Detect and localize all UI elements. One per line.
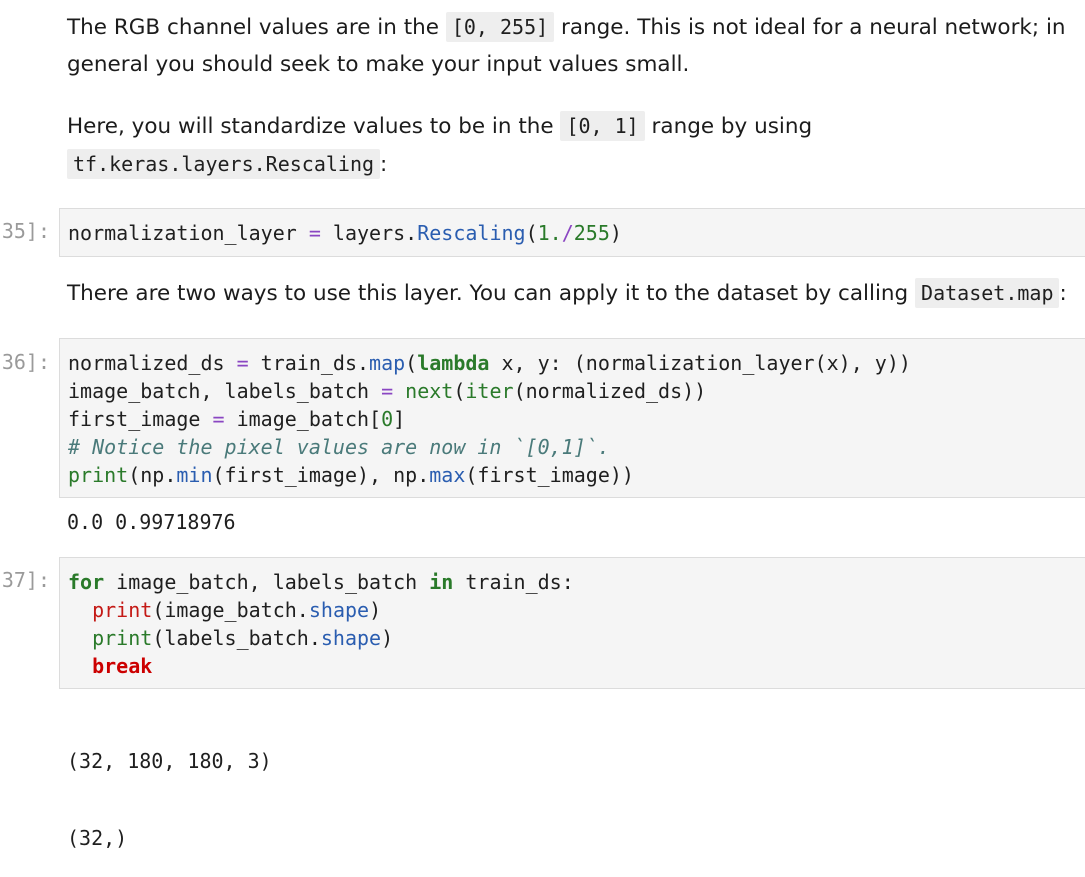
cell-output-36: 0.0 0.99718976 — [67, 510, 236, 534]
code-cell-37[interactable]: for image_batch, labels_batch in train_d… — [59, 557, 1085, 689]
paragraph-text: general you should seek to make your inp… — [67, 52, 690, 77]
output-line: (32, 180, 180, 3) — [67, 749, 272, 773]
code-cell-36[interactable]: normalized_ds = train_ds.map(lambda x, y… — [59, 338, 1085, 498]
code-line: image_batch, labels_batch = next(iter(no… — [68, 379, 707, 403]
paragraph-text: range. This is not ideal for a neural ne… — [554, 15, 1066, 40]
output-line: (32,) — [67, 826, 128, 850]
cell-prompt: 36]: — [1, 350, 50, 374]
markdown-paragraph-rgb: The RGB channel values are in the [0, 25… — [67, 8, 1066, 84]
inline-code-rescaling: tf.keras.layers.Rescaling — [67, 149, 381, 179]
markdown-paragraph-standardize: Here, you will standardize values to be … — [67, 107, 812, 183]
code-comment: # Notice the pixel values are now in `[0… — [68, 435, 610, 459]
code-line: print(np.min(first_image), np.max(first_… — [68, 463, 634, 487]
inline-code-range-1: [0, 1] — [560, 111, 645, 141]
code-cell-35[interactable]: normalization_layer = layers.Rescaling(1… — [59, 208, 1085, 257]
paragraph-text: The RGB channel values are in the — [67, 15, 446, 40]
paragraph-text: Here, you will standardize values to be … — [67, 114, 561, 139]
inline-code-range-255: [0, 255] — [445, 12, 555, 42]
code-line: first_image = image_batch[0] — [68, 407, 406, 431]
code-line: normalized_ds = train_ds.map(lambda x, y… — [68, 351, 911, 375]
markdown-paragraph-two-ways: There are two ways to use this layer. Yo… — [67, 274, 1067, 312]
code-line: for image_batch, labels_batch in train_d… — [68, 570, 574, 594]
code-line: print(image_batch.shape) — [92, 598, 382, 622]
paragraph-text: range by using — [644, 114, 813, 139]
cell-output-37: (32, 180, 180, 3) (32,) — [67, 699, 272, 877]
code-line: print(labels_batch.shape) — [92, 626, 394, 650]
cell-prompt: 37]: — [1, 568, 50, 592]
code-line: break — [92, 654, 153, 678]
code-line: normalization_layer = layers.Rescaling(1… — [68, 221, 622, 245]
inline-code-dataset-map: Dataset.map — [915, 278, 1060, 308]
cell-prompt: 35]: — [1, 219, 50, 243]
paragraph-text: There are two ways to use this layer. Yo… — [67, 281, 916, 306]
paragraph-text: : — [1059, 281, 1067, 306]
paragraph-text: : — [380, 152, 388, 177]
